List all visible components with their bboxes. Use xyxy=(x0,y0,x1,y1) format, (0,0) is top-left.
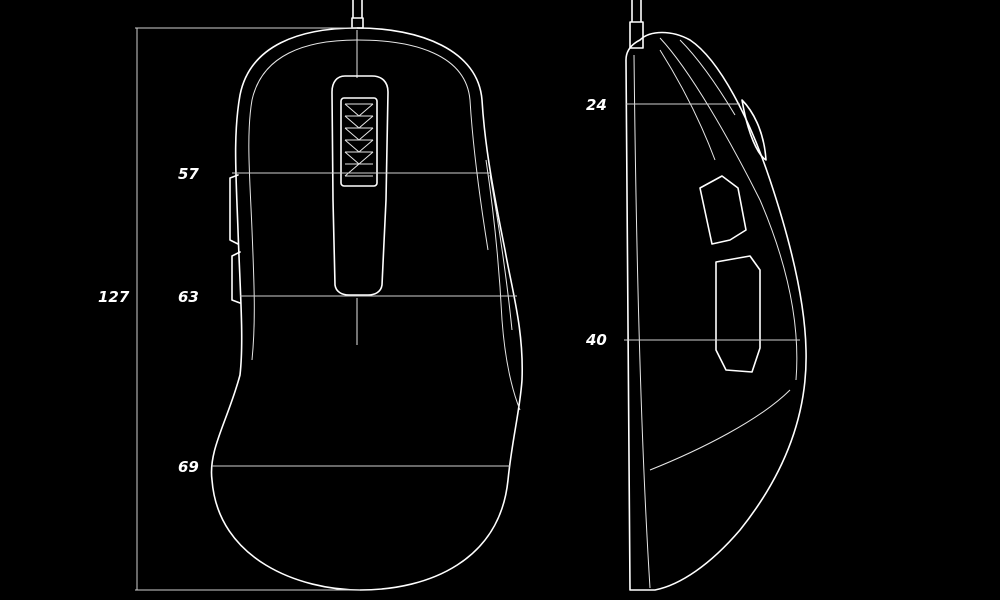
top-inner-shell xyxy=(248,39,489,361)
scroll-wheel xyxy=(340,97,378,187)
side-cable xyxy=(629,0,644,49)
label-height-rear: 40 xyxy=(585,331,607,349)
top-view: 127 57 63 69 xyxy=(98,0,524,591)
side-outer-profile xyxy=(625,31,807,591)
label-width-middle: 63 xyxy=(178,288,199,306)
top-cable xyxy=(351,0,364,29)
top-center-channel xyxy=(331,75,389,296)
top-side-button-1 xyxy=(229,174,239,245)
label-width-front: 57 xyxy=(178,165,199,183)
side-view: 24 40 xyxy=(585,0,807,591)
label-height-front: 24 xyxy=(586,96,607,114)
side-button-2 xyxy=(715,255,761,373)
top-outer-shell xyxy=(210,27,524,591)
side-inner-contour xyxy=(659,37,798,381)
label-width-rear: 69 xyxy=(178,458,199,476)
top-side-button-2 xyxy=(231,251,241,304)
top-right-grip xyxy=(485,159,521,411)
side-scroll-wheel xyxy=(741,99,767,161)
side-button-1 xyxy=(699,175,747,245)
side-base xyxy=(633,54,651,589)
label-length: 127 xyxy=(98,288,130,306)
side-rear-curve xyxy=(649,389,791,471)
